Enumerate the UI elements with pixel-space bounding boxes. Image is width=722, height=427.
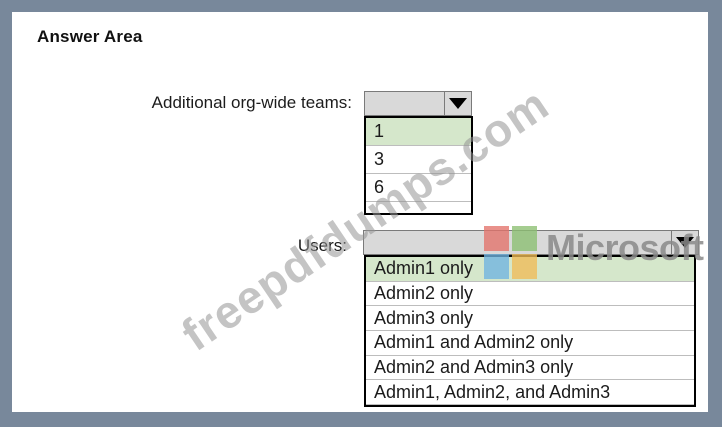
page-title: Answer Area (37, 27, 143, 46)
users-select-arrow-button[interactable] (671, 231, 698, 254)
teams-select[interactable] (364, 91, 472, 116)
option-3[interactable]: 3 (366, 146, 471, 174)
option-admin1-admin2-and-admin3[interactable]: Admin1, Admin2, and Admin3 (366, 380, 694, 406)
users-select[interactable] (363, 230, 699, 255)
chevron-down-icon (676, 237, 694, 248)
option-admin2-only[interactable]: Admin2 only (366, 281, 694, 307)
option-admin2-and-admin3-only[interactable]: Admin2 and Admin3 only (366, 355, 694, 381)
teams-dropdown-label: Additional org-wide teams: (151, 93, 352, 112)
users-select-value (370, 231, 670, 254)
option-admin1-and-admin2-only[interactable]: Admin1 and Admin2 only (366, 331, 694, 356)
option-1[interactable]: 1 (366, 118, 471, 146)
teams-select-value (371, 92, 443, 115)
option-admin1-only[interactable]: Admin1 only (366, 257, 694, 282)
option-admin3-only[interactable]: Admin3 only (366, 306, 694, 332)
users-dropdown-label: Users: (297, 236, 347, 255)
chevron-down-icon (449, 98, 467, 109)
option-6[interactable]: 6 (366, 174, 471, 202)
teams-select-arrow-button[interactable] (444, 92, 471, 115)
